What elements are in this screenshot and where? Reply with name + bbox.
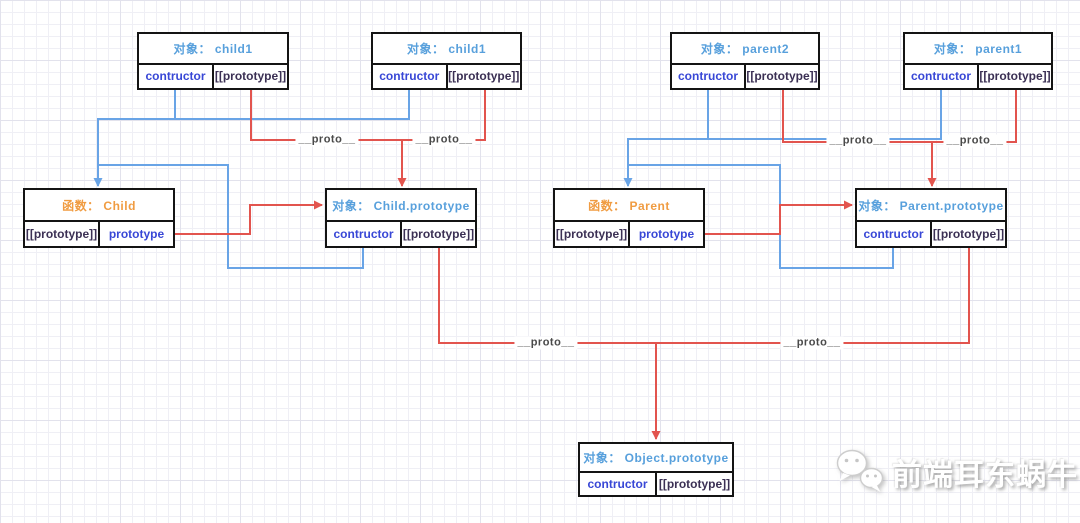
cell-prototype-slot: [[prototype]]	[212, 64, 287, 88]
node-title: 对象： Parent.prototype	[857, 190, 1005, 222]
cell-prototype-slot: [[prototype]]	[655, 473, 732, 495]
proto-label: __proto__	[943, 134, 1007, 148]
cell-constructor: contructor	[911, 69, 971, 84]
proto-label: __proto__	[514, 336, 578, 350]
edge-parentproto-proto	[656, 248, 970, 344]
node-object-child1-b: 对象： child1 contructor [[prototype]]	[371, 32, 522, 90]
cell-prototype-slot: [[prototype]]	[930, 222, 1005, 246]
node-title: 对象： parent1	[905, 34, 1051, 65]
cell-prototype-slot: [[prototype]]	[744, 64, 818, 88]
edge-into-child-function	[93, 118, 410, 187]
node-object-child-prototype: 对象： Child.prototype contructor [[prototy…	[325, 188, 477, 248]
cell-prototype-slot: [[prototype]]	[25, 227, 98, 241]
cell-constructor: contructor	[863, 227, 924, 241]
cell-prototype: prototype	[98, 222, 173, 246]
node-object-parent-prototype: 对象： Parent.prototype contructor [[protot…	[855, 188, 1007, 248]
cell-prototype: prototype	[628, 222, 703, 246]
cell-prototype-slot: [[prototype]]	[445, 64, 521, 88]
cell-prototype-slot: [[prototype]]	[400, 222, 475, 246]
edge-child-prototype-pointer	[175, 200, 323, 235]
cell-constructor: contructor	[587, 477, 648, 492]
edge-child1b-proto	[402, 90, 486, 141]
cell-constructor: contructor	[333, 227, 394, 241]
wechat-logo-icon	[836, 449, 884, 492]
node-object-parent1: 对象： parent1 contructor [[prototype]]	[903, 32, 1053, 90]
node-object-parent2: 对象： parent2 contructor [[prototype]]	[670, 32, 820, 90]
node-title: 函数： Child	[25, 190, 173, 222]
proto-label: __proto__	[295, 133, 359, 147]
node-title: 对象： child1	[373, 34, 520, 65]
edge-into-parent-function	[623, 138, 941, 187]
proto-label: __proto__	[826, 134, 890, 148]
node-title: 对象： child1	[139, 34, 287, 65]
cell-prototype-slot: [[prototype]]	[977, 64, 1051, 88]
node-object-object-prototype: 对象： Object.prototype contructor [[protot…	[578, 442, 734, 497]
edge-childproto-constructor	[98, 164, 364, 269]
node-title: 对象： Child.prototype	[327, 190, 475, 222]
watermark: 前端耳东蜗牛	[834, 447, 1078, 497]
watermark-text: 前端耳东蜗牛	[892, 459, 1078, 492]
cell-constructor: contructor	[145, 69, 206, 84]
proto-label: __proto__	[780, 336, 844, 350]
edge-parent-prototype-pointer	[705, 200, 853, 235]
proto-label: __proto__	[412, 133, 476, 147]
cell-prototype-slot: [[prototype]]	[555, 227, 628, 241]
node-title: 函数： Parent	[555, 190, 703, 222]
edge-parentproto-constructor	[628, 164, 894, 269]
node-function-child: 函数： Child [[prototype]] prototype	[23, 188, 175, 248]
node-title: 对象： parent2	[672, 34, 818, 65]
node-title: 对象： Object.prototype	[580, 444, 732, 474]
cell-constructor: contructor	[379, 69, 440, 84]
node-function-parent: 函数： Parent [[prototype]] prototype	[553, 188, 705, 248]
cell-constructor: contructor	[678, 69, 738, 84]
node-object-child1-a: 对象： child1 contructor [[prototype]]	[137, 32, 289, 90]
